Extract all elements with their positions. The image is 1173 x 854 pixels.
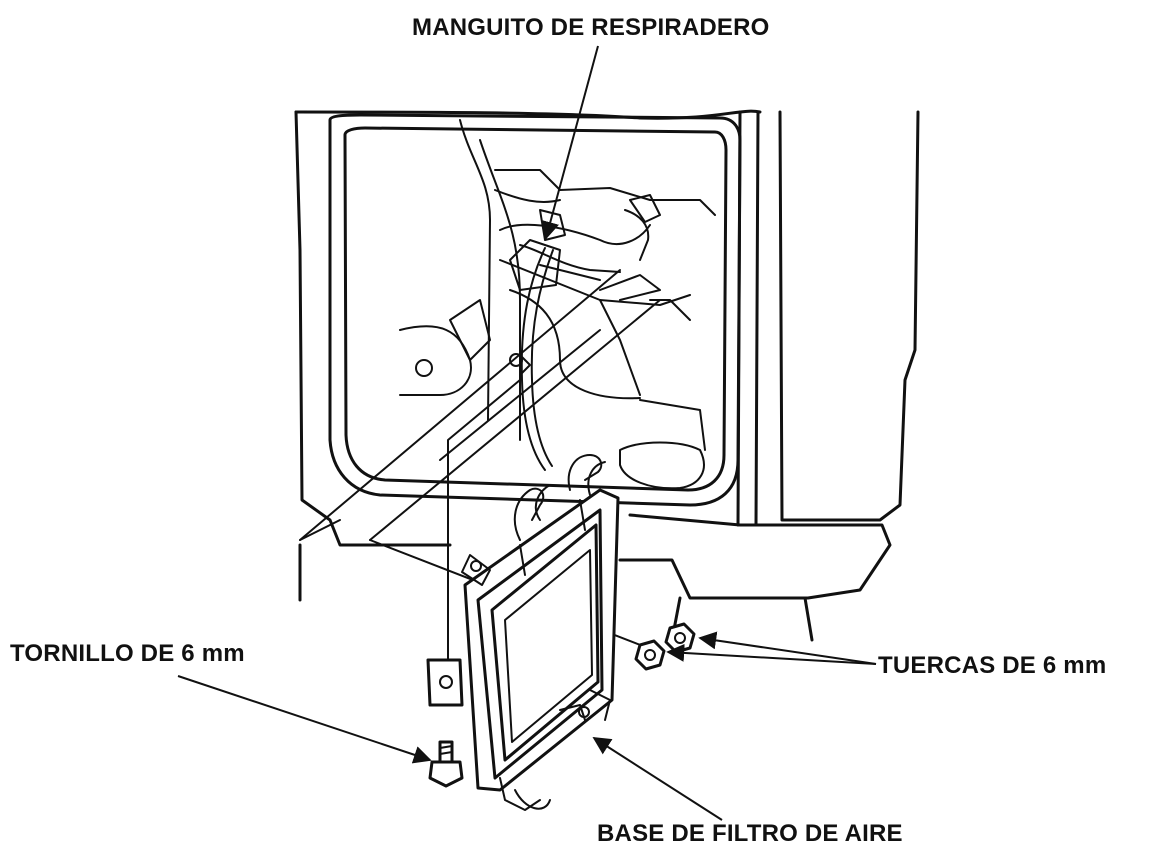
air-filter-base-label: BASE DE FILTRO DE AIRE <box>597 820 903 847</box>
leader-nuts <box>666 631 877 665</box>
leader-air-filter-base <box>592 737 723 821</box>
nut-upper <box>664 622 696 654</box>
nuts-label: TUERCAS DE 6 mm <box>878 652 1107 679</box>
housing-opening <box>328 113 742 507</box>
bolt <box>428 740 464 788</box>
air-filter-base <box>461 454 620 811</box>
leader-breather <box>541 45 599 240</box>
mounting-bracket <box>426 658 464 707</box>
breather-tube <box>520 247 554 471</box>
nut-lower <box>634 639 666 671</box>
engine-interior <box>399 119 716 490</box>
breather-tube-label: MANGUITO DE RESPIRADERO <box>412 14 770 41</box>
bolt-label: TORNILLO DE 6 mm <box>10 640 245 667</box>
leader-bolt <box>177 675 432 764</box>
